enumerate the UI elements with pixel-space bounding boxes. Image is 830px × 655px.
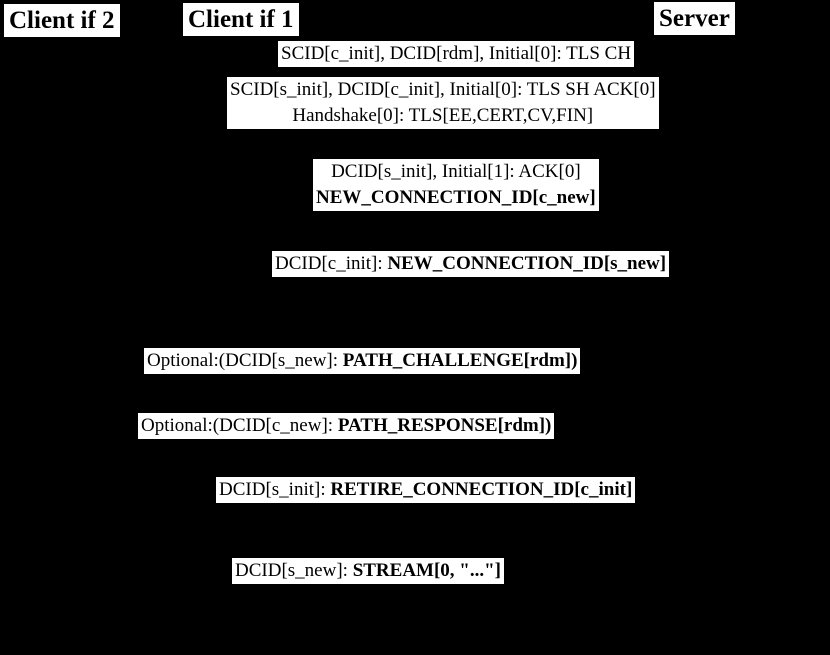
message-text-bold: NEW_CONNECTION_ID[s_new]	[387, 253, 667, 274]
message-line: NEW_CONNECTION_ID[c_new]	[316, 185, 596, 211]
message-text: DCID[c_init]:	[275, 253, 388, 274]
message-initial-ack-new-connection-id: DCID[s_init], Initial[1]: ACK[0] NEW_CON…	[313, 159, 599, 211]
lifeline-server	[695, 38, 696, 641]
message-new-connection-id-s-new: DCID[c_init]: NEW_CONNECTION_ID[s_new]	[272, 251, 670, 277]
message-path-challenge: Optional:(DCID[s_new]: PATH_CHALLENGE[rd…	[144, 348, 581, 374]
message-path-response: Optional:(DCID[c_new]: PATH_RESPONSE[rdm…	[138, 413, 555, 439]
message-initial-client-hello: SCID[c_init], DCID[rdm], Initial[0]: TLS…	[278, 41, 635, 67]
message-text-bold: PATH_RESPONSE[rdm])	[337, 415, 552, 436]
actor-server: Server	[654, 2, 735, 35]
message-line: Handshake[0]: TLS[EE,CERT,CV,FIN]	[230, 103, 656, 129]
message-text-bold: PATH_CHALLENGE[rdm])	[342, 350, 578, 371]
message-text: DCID[s_new]:	[235, 560, 353, 581]
message-text: Handshake[0]: TLS[EE,CERT,CV,FIN]	[292, 105, 594, 126]
message-line: SCID[s_init], DCID[c_init], Initial[0]: …	[230, 77, 656, 103]
message-line: DCID[s_init], Initial[1]: ACK[0]	[316, 159, 596, 185]
message-text: Optional:(DCID[c_new]:	[141, 415, 338, 436]
message-text: Optional:(DCID[s_new]:	[147, 350, 343, 371]
message-text-bold: NEW_CONNECTION_ID[c_new]	[316, 187, 596, 208]
message-text-bold: RETIRE_CONNECTION_ID[c_init]	[330, 479, 633, 500]
message-text-bold: STREAM[0, "..."]	[352, 560, 501, 581]
message-stream: DCID[s_new]: STREAM[0, "..."]	[232, 558, 504, 584]
message-initial-server-hello-handshake: SCID[s_init], DCID[c_init], Initial[0]: …	[227, 77, 659, 129]
message-retire-connection-id: DCID[s_init]: RETIRE_CONNECTION_ID[c_ini…	[216, 477, 636, 503]
lifeline-client-if-1	[243, 38, 244, 641]
message-text: SCID[c_init], DCID[rdm], Initial[0]: TLS…	[281, 43, 632, 64]
message-text: DCID[s_init]:	[219, 479, 331, 500]
message-text: DCID[s_init], Initial[1]: ACK[0]	[331, 161, 581, 182]
lifeline-client-if-2	[61, 38, 62, 641]
message-text: SCID[s_init], DCID[c_init], Initial[0]: …	[230, 79, 656, 100]
actor-client-if-2: Client if 2	[4, 4, 120, 37]
actor-client-if-1: Client if 1	[183, 3, 299, 36]
